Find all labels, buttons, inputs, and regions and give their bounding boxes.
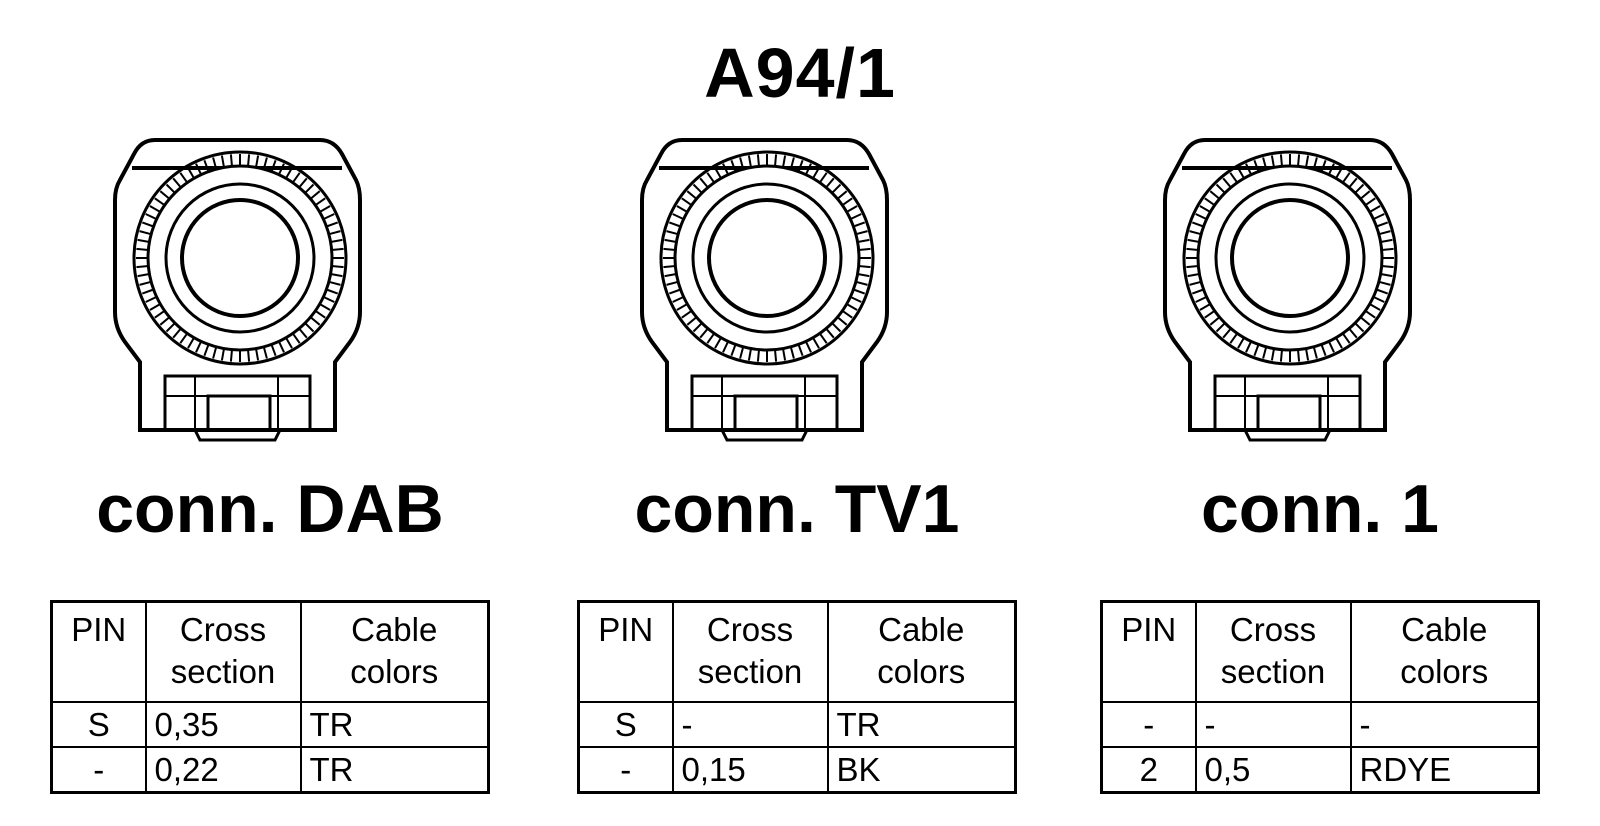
cell-pin: - [577, 746, 674, 794]
header-pin: PIN [1100, 600, 1197, 703]
connector-label: conn. DAB [96, 471, 444, 547]
cell-cross-section: 0,15 [671, 746, 829, 794]
cell-cross-section: 0,35 [144, 701, 302, 748]
table-row: - - - [1100, 701, 1540, 748]
cell-pin: - [50, 746, 147, 794]
coax-connector-icon [113, 138, 362, 442]
table-row: 2 0,5 RDYE [1100, 746, 1540, 794]
connector-label: conn. TV1 [634, 471, 960, 547]
connector-label: conn. 1 [1200, 471, 1440, 547]
cell-cable-color: TR [299, 746, 490, 794]
header-pin: PIN [50, 600, 147, 703]
table-row: - 0,15 BK [577, 746, 1017, 794]
cell-cable-color: TR [826, 701, 1017, 748]
cell-cable-color: BK [826, 746, 1017, 794]
table-row: S - TR [577, 701, 1017, 748]
cell-cable-color: RDYE [1349, 746, 1540, 794]
cell-cross-section: - [671, 701, 829, 748]
coax-connector-icon [640, 138, 889, 442]
cell-pin: S [577, 701, 674, 748]
diagram-title: A94/1 [704, 34, 896, 112]
cell-cross-section: - [1194, 701, 1352, 748]
cell-pin: - [1100, 701, 1197, 748]
cell-cable-color: - [1349, 701, 1540, 748]
table-row: S 0,35 TR [50, 701, 490, 748]
coax-connector-icon [1163, 138, 1412, 442]
cell-cross-section: 0,5 [1194, 746, 1352, 794]
header-pin: PIN [577, 600, 674, 703]
table-row: - 0,22 TR [50, 746, 490, 794]
cell-pin: S [50, 701, 147, 748]
cell-cross-section: 0,22 [144, 746, 302, 794]
cell-cable-color: TR [299, 701, 490, 748]
cell-pin: 2 [1100, 746, 1197, 794]
